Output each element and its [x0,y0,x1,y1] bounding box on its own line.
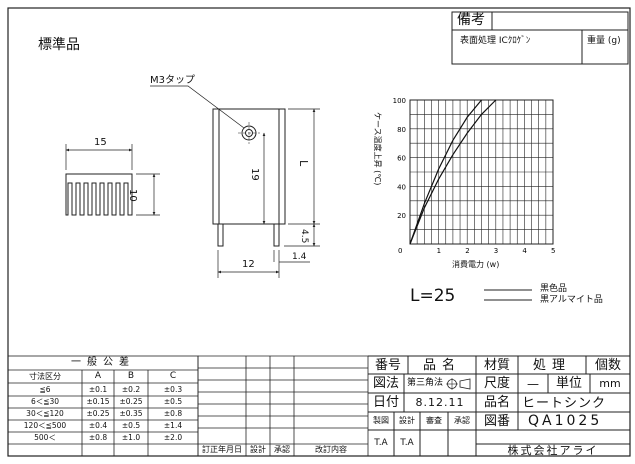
x-tick-label: 1 [437,247,441,255]
tb-unit-label: 単位 [555,376,582,391]
dim-height-side: 10 [127,189,138,202]
tol-range-cell: ≦6 [39,384,51,394]
standard-label: 標準品 [38,37,80,53]
tol-value-cell: ±0.5 [121,421,141,431]
sheet-border [7,7,631,457]
tol-value-cell: ±0.5 [163,397,183,407]
tolerance-title: 一般公差 [71,357,135,368]
tol-value-cell: ±0.35 [119,409,143,419]
tb-drawing-no-label: 図番 [483,413,510,429]
weight-label: 重量 (g) [587,36,621,46]
tolerance-table [7,355,199,457]
tb-treatment-label: 処理 [532,357,571,373]
tb-sign-2: T.A [400,437,414,448]
x-tick-label: 4 [522,247,527,255]
tb-material-label: 材質 [483,357,510,373]
tb-quantity-label: 個数 [594,357,621,373]
remarks-box [451,11,629,65]
tb-approve-label: 承認 [454,416,470,425]
tb-number-label: 番号 [374,357,401,373]
tol-value-cell: ±1.4 [163,421,183,431]
rev-approve-header: 承認 [274,445,290,454]
chart-series [409,99,497,245]
tol-value-cell: ±0.4 [88,421,108,431]
dim-19: 19 [249,168,260,181]
chart-ylabel: ケース温度上昇 (℃) [373,112,382,186]
tb-check-label: 審査 [426,416,442,425]
tol-range-cell: 6＜≦30 [30,397,60,407]
dim-1-4: 1.4 [292,252,307,262]
tb-scale-value: — [527,376,539,391]
tol-value-cell: ±0.25 [86,409,110,419]
series-line-2 [409,99,497,245]
dim-12: 12 [242,259,255,270]
thermal-chart: 0 1 2 3 4 5 20 40 60 80 100 [393,97,556,255]
dim-4-5: 4.5 [299,229,309,244]
tol-range-cell: 120＜≦500 [23,421,67,431]
tol-value-cell: ±0.25 [119,397,143,407]
tb-product-label: 品名 [483,395,510,410]
dim-L: L [297,160,310,167]
tb-product-value: ヒートシンク [522,396,607,411]
chart-xlabel: 消費電力 (w) [452,260,500,269]
tb-item-name-label: 品名 [422,357,461,373]
title-block [368,355,630,457]
tb-draft-label: 製図 [373,416,389,425]
tol-value-cell: ±0.8 [88,433,108,443]
tol-value-cell: ±2.0 [163,433,183,443]
tol-header-a: A [94,371,102,381]
chart-grid [410,100,553,244]
surface-treatment: 表面処理 ICｸﾛｹﾞﾝ [460,36,531,46]
y-tick-label: 60 [397,155,406,163]
tol-range-cell: 500＜ [34,433,56,443]
tb-method-value: 第三角法 [407,378,444,388]
chart-ticks: 0 1 2 3 4 5 20 40 60 80 100 [393,97,556,255]
series-line-1 [409,99,482,245]
y-tick-label: 20 [397,212,406,220]
x-tick-label: 3 [494,247,498,255]
legend-item-2: 黒アルマイト品 [540,295,603,305]
tol-header-c: C [169,371,177,381]
tb-sign-1: T.A [374,437,388,448]
side-view [150,85,320,278]
tb-scale-label: 尺度 [483,376,510,391]
y-tick-label: 40 [397,183,406,191]
tb-unit-value: mm [599,377,621,390]
rev-date-header: 訂正年月日 [202,445,242,454]
tol-value-cell: ±0.8 [163,409,183,419]
revision-table [198,355,369,456]
x-tick-label: 5 [551,247,555,255]
profile-view [65,144,160,216]
tb-date-value: 8.12.11 [415,396,465,409]
tol-value-cell: ±0.3 [163,384,183,394]
tol-value-cell: ±0.15 [86,397,110,407]
tol-value-cell: ±0.1 [88,384,108,394]
dim-width: 15 [94,137,107,148]
rev-content-header: 改訂内容 [315,445,347,454]
tb-drawing-no-value: QA1025 [528,413,603,429]
tb-company: 株式会社アライ [507,443,599,457]
tol-value-cell: ±0.2 [121,384,141,394]
tol-range-cell: 30＜≦120 [26,409,64,419]
x-tick-label: 0 [398,247,402,255]
tol-header-dim: 寸法区分 [29,371,61,381]
tb-method-label: 図法 [372,376,399,391]
y-tick-label: 80 [397,126,406,134]
y-tick-label: 100 [393,97,406,105]
rev-design-header: 設計 [250,445,266,454]
tol-value-cell: ±1.0 [121,433,141,443]
x-tick-label: 2 [465,247,469,255]
l-value: L=25 [410,286,456,306]
tb-date-label: 日付 [372,395,399,410]
tap-label: M3タップ [150,75,195,86]
remarks-label: 備考 [457,12,485,28]
tol-header-b: B [127,371,135,381]
tb-design-label: 設計 [399,416,415,425]
legend-item-1: 黒色品 [540,284,568,294]
